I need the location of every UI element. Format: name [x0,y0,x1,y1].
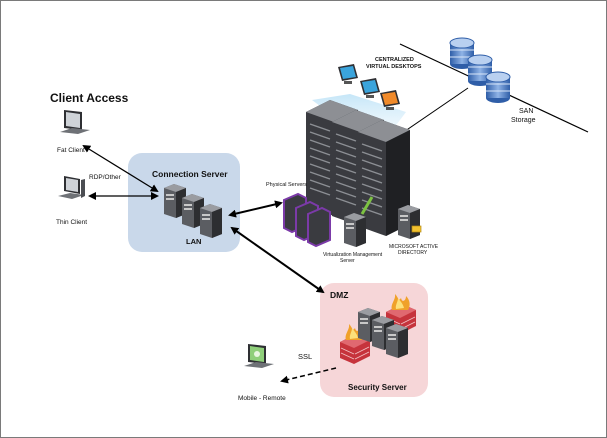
thin-client-label: Thin Client [56,219,87,226]
thin-client-icon [58,176,85,199]
client-access-title: Client Access [50,91,129,105]
active-directory-key-icon [411,225,422,233]
virtualization-management-server-icon [344,213,366,247]
centralized-label-line1: CENTRALIZED [375,57,414,63]
ssl-label: SSL [298,352,312,361]
active-directory-server-icon [398,205,420,239]
mobile-remote-laptop-icon [244,344,274,368]
san-storage-icon-3 [485,71,511,104]
virtual-desktop-icon-2 [360,78,380,98]
fat-client-label: Fat Client [57,147,85,154]
fat-client-arrow [82,144,159,193]
security-server-label: Security Server [348,383,407,392]
physical-servers-label: Physical Servers [266,182,307,188]
centralized-label-line2: VIRTUAL DESKTOPS [366,64,422,70]
vm-green-link [360,196,374,215]
ad-label-line1: MICROSOFT ACTIVE [389,244,439,250]
virtual-desktop-icon-1 [338,64,358,84]
vm-server-label-line1: Virtualization Management [323,252,383,258]
san-label-line2: Storage [511,117,536,124]
vm-server-label-line2: Server [340,258,355,264]
lan-label: LAN [186,237,201,246]
rdp-label: RDP/Other [89,174,122,181]
san-label-line1: SAN [519,108,533,115]
dmz-title: DMZ [330,290,348,300]
lan-to-dmz-arrow [230,226,325,294]
security-server-icon-3 [386,324,408,358]
connection-server-icon-3 [200,204,222,238]
connection-server-title: Connection Server [152,169,228,179]
virtual-desktop-icon-3 [380,90,400,110]
fat-client-laptop-icon [60,110,90,134]
ssl-arrow [280,367,337,384]
mobile-remote-label: Mobile - Remote [238,395,286,402]
lan-to-datacenter-arrow [228,200,283,218]
ad-label-line2: DIRECTORY [398,250,428,256]
